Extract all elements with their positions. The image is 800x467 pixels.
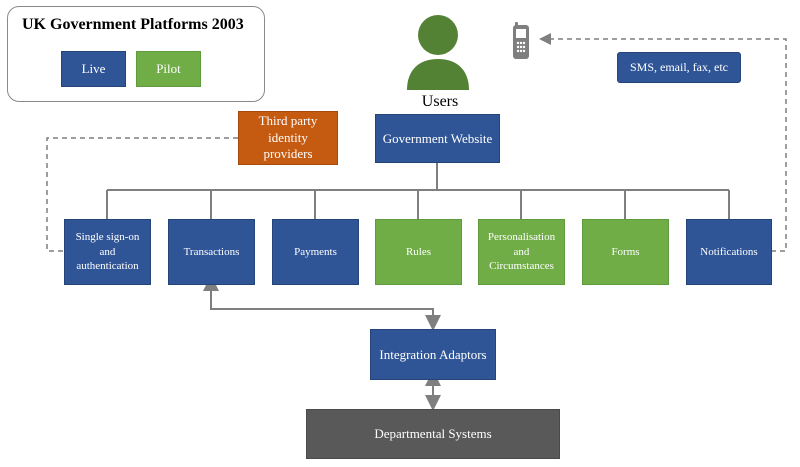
- mobile-phone-icon: [513, 22, 529, 59]
- component-label-line-1: Personalisation: [487, 230, 556, 243]
- connector-dashed-notify: [539, 33, 787, 252]
- legend-title: UK Government Platforms 2003: [22, 16, 244, 33]
- government-website-box: Government Website: [375, 114, 500, 163]
- component-label-line-3: Circumstances: [489, 260, 554, 273]
- component-label: Forms: [611, 245, 640, 258]
- connector-transactions-integration: [203, 275, 441, 331]
- component-label-line-2: and: [513, 245, 530, 258]
- component-label-line-2: and: [99, 245, 116, 258]
- component-personalisation: Personalisation and Circumstances: [478, 219, 565, 285]
- sms-label: SMS, email, fax, etc: [630, 60, 728, 75]
- connector-dashed-identity: [46, 137, 238, 252]
- component-rules: Rules: [375, 219, 462, 285]
- government-website-label: Government Website: [382, 130, 493, 146]
- legend-live: Live: [61, 51, 126, 87]
- component-notifications: Notifications: [686, 219, 772, 285]
- departmental-systems-box: Departmental Systems: [306, 409, 560, 459]
- third-party-line-3: providers: [263, 146, 313, 162]
- component-label: Transactions: [183, 245, 240, 258]
- users-label: Users: [421, 93, 459, 110]
- sms-box: SMS, email, fax, etc: [617, 52, 741, 83]
- component-forms: Forms: [582, 219, 669, 285]
- component-single-sign-on: Single sign-on and authentication: [64, 219, 151, 285]
- legend-live-label: Live: [81, 61, 106, 77]
- component-label: Payments: [294, 245, 337, 258]
- integration-adaptors-box: Integration Adaptors: [370, 329, 496, 380]
- legend-pilot: Pilot: [136, 51, 201, 87]
- integration-adaptors-label: Integration Adaptors: [379, 346, 487, 362]
- component-transactions: Transactions: [168, 219, 255, 285]
- component-label: Rules: [405, 245, 432, 258]
- component-payments: Payments: [272, 219, 359, 285]
- component-label-line-1: Single sign-on: [75, 230, 140, 243]
- legend-pilot-label: Pilot: [156, 61, 181, 77]
- third-party-line-2: identity: [268, 129, 308, 145]
- third-party-box: Third party identity providers: [238, 111, 338, 165]
- component-label: Notifications: [700, 245, 758, 258]
- user-icon: [407, 15, 469, 90]
- third-party-line-1: Third party: [258, 112, 318, 128]
- component-label-line-3: authentication: [76, 260, 139, 273]
- departmental-systems-label: Departmental Systems: [374, 426, 492, 442]
